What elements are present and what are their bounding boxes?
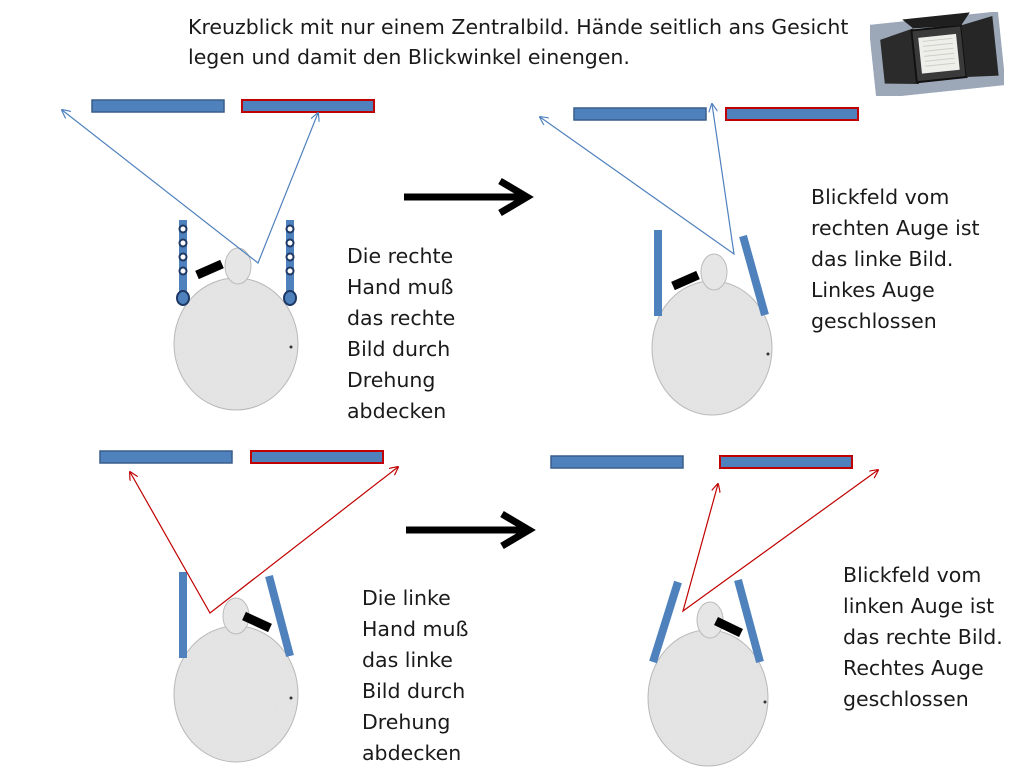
panel-bottom-left bbox=[99, 450, 398, 763]
caption-line: geschlossen bbox=[811, 309, 937, 333]
right-hand-rotated bbox=[739, 234, 769, 317]
head-top-view bbox=[647, 601, 769, 767]
caption-line: abdecken bbox=[362, 741, 462, 765]
head-top-view bbox=[173, 247, 299, 411]
caption-line: rechten Auge ist bbox=[811, 216, 980, 240]
caption-line: Drehung bbox=[362, 710, 451, 734]
right-image-bar bbox=[725, 107, 859, 121]
caption-line: Linkes Auge bbox=[811, 278, 935, 302]
eye-patch bbox=[195, 259, 224, 280]
caption-top-right: Blickfeld vom rechten Auge ist das linke… bbox=[811, 182, 980, 337]
panel-bottom-right bbox=[550, 455, 878, 767]
caption-bottom-left: Die linke Hand muß das linke Bild durch … bbox=[362, 583, 468, 769]
eye-patch bbox=[242, 611, 272, 633]
caption-bottom-right: Blickfeld vom linken Auge ist das rechte… bbox=[843, 560, 1003, 715]
right-hand-rotated bbox=[265, 574, 294, 658]
transition-arrow-bottom bbox=[406, 510, 536, 550]
left-hand-with-fingers bbox=[176, 220, 190, 306]
left-image-bar bbox=[99, 450, 233, 464]
caption-line: Die linke bbox=[362, 586, 451, 610]
caption-line: Hand muß bbox=[347, 275, 454, 299]
caption-line: abdecken bbox=[347, 399, 447, 423]
left-hand-rotated bbox=[649, 580, 682, 664]
left-image-bar bbox=[573, 107, 707, 121]
eye-patch bbox=[714, 616, 743, 638]
right-image-bar bbox=[241, 99, 375, 113]
left-image-bar bbox=[91, 99, 225, 113]
sight-lines-blue bbox=[62, 110, 318, 264]
caption-line: Rechtes Auge bbox=[843, 656, 984, 680]
panel-top-left bbox=[62, 99, 375, 411]
caption-line: das linke Bild. bbox=[811, 247, 954, 271]
eye-patch bbox=[671, 270, 700, 291]
caption-line: linken Auge ist bbox=[843, 594, 995, 618]
caption-line: Die rechte bbox=[347, 244, 454, 268]
caption-line: Blickfeld vom bbox=[843, 563, 982, 587]
right-hand bbox=[734, 578, 764, 664]
caption-line: das linke bbox=[362, 648, 453, 672]
caption-line: Hand muß bbox=[362, 617, 469, 641]
sight-lines-blue bbox=[540, 104, 735, 256]
panel-top-right bbox=[540, 104, 859, 416]
caption-line: das rechte bbox=[347, 306, 456, 330]
caption-line: Bild durch bbox=[362, 679, 466, 703]
right-hand-with-fingers bbox=[283, 220, 297, 306]
lamp-photo bbox=[870, 12, 1004, 96]
sight-lines-red bbox=[681, 470, 878, 613]
caption-line: Blickfeld vom bbox=[811, 185, 950, 209]
caption-line: Bild durch bbox=[347, 337, 451, 361]
head-top-view bbox=[173, 597, 299, 763]
caption-line: geschlossen bbox=[843, 687, 969, 711]
left-image-bar bbox=[550, 455, 684, 469]
sight-lines-red bbox=[130, 467, 398, 614]
head-top-view bbox=[651, 253, 773, 416]
page-title: Kreuzblick mit nur einem Zentralbild. Hä… bbox=[188, 15, 849, 69]
right-image-bar bbox=[250, 450, 384, 464]
caption-top-left: Die rechte Hand muß das rechte Bild durc… bbox=[347, 241, 455, 427]
caption-line: das rechte Bild. bbox=[843, 625, 1003, 649]
caption-line: Drehung bbox=[347, 368, 436, 392]
transition-arrow-top bbox=[404, 177, 534, 217]
right-image-bar bbox=[719, 455, 853, 469]
